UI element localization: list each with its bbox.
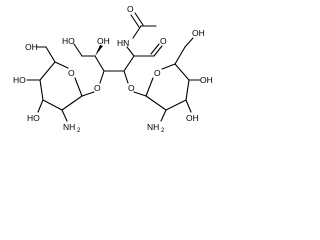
left-amino-label: NH 2: [63, 122, 81, 134]
left-ring-bond-5: [42, 99, 63, 111]
left-nh2-bond: [61, 109, 68, 122]
left-ch2-hydroxyl-label: OH: [25, 42, 38, 52]
right-upper-hydroxyl-label: OH: [200, 75, 213, 85]
right-ch2-bond: [174, 46, 186, 65]
right-ring-bond-3: [174, 63, 190, 81]
right-ring-bond-2: [161, 63, 176, 70]
aldehyde-bond-b: [150, 43, 160, 55]
left-ring-bond-1: [74, 77, 83, 97]
left-ring-bond-2: [54, 61, 69, 69]
right-amino-subscript: 2: [161, 128, 165, 134]
c5-oh-wedge: [95, 45, 103, 56]
left-sugar-ring: [26, 46, 95, 122]
c5-hydroxyl-label: OH: [97, 36, 110, 46]
amide-nh-label: HN: [117, 38, 129, 48]
c4-c5-bond: [94, 55, 105, 72]
left-amino-subscript: 2: [77, 128, 81, 134]
acetyl-carbonyl-bond-a: [130, 14, 140, 28]
left-ho-lower-bond: [37, 99, 44, 113]
right-ring-bond-4: [185, 79, 190, 101]
left-lower-hydroxyl-label: HO: [27, 113, 40, 123]
left-glyco-anomeric-bond: [81, 91, 95, 97]
nh-c2-bond: [126, 46, 135, 57]
right-glyco-anomeric-bond: [133, 91, 147, 97]
acetyl-oxygen-label: O: [127, 4, 134, 14]
right-amino-label: NH 2: [147, 122, 165, 134]
right-nh2-bond: [160, 109, 167, 122]
aldehyde-bond-a: [153, 45, 163, 57]
atom-labels: O HN O HO OH OH O O OH HO HO O O OH OH N…: [13, 4, 213, 134]
left-glycosidic-oxygen-label: O: [94, 83, 101, 93]
right-ring-bond-6: [145, 95, 167, 111]
top-left-hydroxyl-label: HO: [62, 36, 75, 46]
left-ring-oxygen-label: O: [68, 68, 75, 78]
right-sugar-ring: [133, 37, 201, 122]
c2-c3-bond: [123, 55, 135, 72]
c3-glyco-o-bond: [123, 70, 129, 84]
c4-glyco-o-bond: [99, 70, 105, 84]
left-ring-bond-3: [39, 61, 56, 81]
c6-oh-bond: [73, 43, 83, 57]
right-ring-bond-5: [165, 99, 187, 111]
right-ch2-oh-bond: [184, 37, 194, 48]
acetyl-carbonyl-bond-b: [134, 12, 144, 26]
right-ch2-hydroxyl-label: OH: [192, 28, 205, 38]
right-oh-lower-bond: [185, 99, 192, 113]
acetyl-nh-bond: [132, 25, 142, 39]
aldehyde-oxygen-label: O: [160, 36, 167, 46]
right-glycosidic-oxygen-label: O: [128, 83, 135, 93]
central-chain: [73, 12, 163, 84]
right-ring-bond-1: [145, 77, 154, 97]
right-amino-letters: NH: [147, 122, 159, 132]
left-ring-bond-6: [61, 95, 83, 111]
left-ch2-bond: [45, 46, 56, 63]
left-amino-letters: NH: [63, 122, 75, 132]
left-ring-bond-4: [39, 79, 44, 101]
right-lower-hydroxyl-label: OH: [186, 113, 199, 123]
right-ring-oxygen-label: O: [154, 68, 161, 78]
left-upper-hydroxyl-label: HO: [13, 75, 26, 85]
chemical-structure-diagram: O HN O HO OH OH O O OH HO HO O O OH OH N…: [13, 4, 213, 134]
